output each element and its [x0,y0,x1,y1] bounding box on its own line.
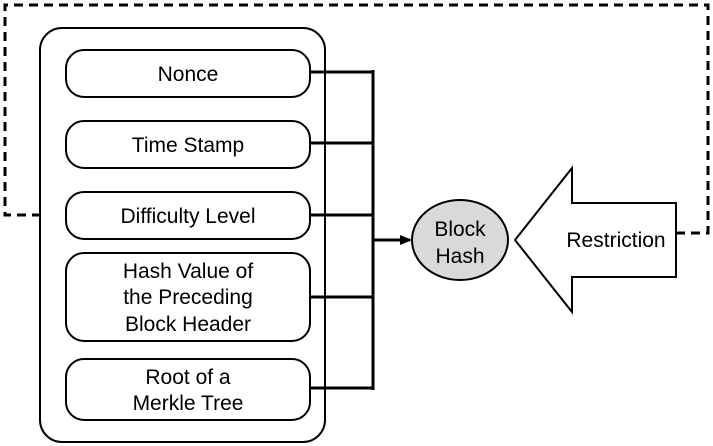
field-prev-hash-line-1: Hash Value of [123,260,254,283]
field-connectors [310,70,412,390]
field-nonce-label: Nonce [158,63,219,86]
block-hash-node: Block Hash [411,199,509,281]
field-difficulty-level-label: Difficulty Level [120,205,255,228]
field-time-stamp-label: Time Stamp [132,134,244,157]
field-difficulty-level: Difficulty Level [65,191,311,240]
field-prev-hash: Hash Value of the Preceding Block Header [65,252,311,342]
field-time-stamp: Time Stamp [65,120,311,169]
field-prev-hash-line-3: Block Header [125,313,251,336]
field-merkle-root-line-1: Root of a [145,366,231,389]
field-nonce: Nonce [65,49,311,98]
block-hash-line-2: Hash [435,245,484,268]
field-merkle-root: Root of a Merkle Tree [65,358,311,421]
field-prev-hash-line-2: the Preceding [123,286,253,309]
field-merkle-root-line-2: Merkle Tree [133,392,244,415]
restriction-arrow: Restriction [513,165,677,315]
restriction-label: Restriction [566,229,665,252]
block-hash-line-1: Block [434,218,486,241]
